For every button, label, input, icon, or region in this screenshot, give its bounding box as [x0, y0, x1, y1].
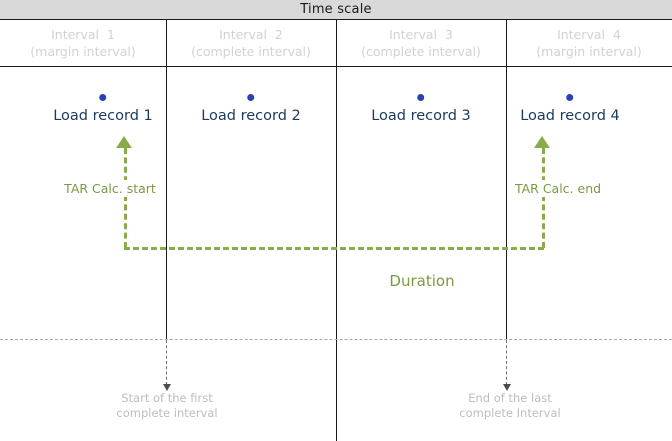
first-interval-note: Start of the first complete interval	[116, 391, 217, 421]
tar-start-arrow-icon	[116, 136, 132, 148]
record-dot-icon	[99, 94, 107, 101]
page-title: Time scale	[300, 2, 372, 17]
interval-cell-4: Interval 4 (margin interval)	[506, 19, 672, 66]
last-interval-note-line1: End of the last	[468, 391, 552, 405]
record-dot-icon	[247, 94, 255, 101]
load-record-label-1: Load record 1	[53, 108, 153, 124]
diagram-title-bar: Time scale	[0, 0, 672, 19]
interval-kind-2: (complete interval)	[191, 43, 311, 59]
last-interval-leader-line	[506, 340, 507, 385]
record-dot-icon	[566, 94, 574, 101]
interval-divider-2	[336, 19, 337, 441]
interval-name-3: Interval 3	[389, 26, 453, 42]
interval-kind-3: (complete interval)	[361, 43, 481, 59]
load-record-label-2: Load record 2	[201, 108, 301, 124]
first-interval-note-line2: complete interval	[116, 406, 218, 420]
duration-span-line	[124, 247, 544, 250]
load-record-label-4: Load record 4	[520, 108, 620, 124]
load-record-2: Load record 2	[201, 94, 301, 124]
tar-end-leader-line	[542, 148, 545, 248]
load-record-label-3: Load record 3	[371, 108, 471, 124]
tar-start-leader-line	[124, 148, 127, 248]
last-interval-note: End of the last complete Interval	[459, 391, 560, 421]
interval-kind-1: (margin interval)	[30, 43, 136, 59]
interval-cell-1: Interval 1 (margin interval)	[0, 19, 166, 66]
first-interval-leader-line	[166, 340, 167, 385]
load-record-4: Load record 4	[520, 94, 620, 124]
record-dot-icon	[417, 94, 425, 101]
load-record-1: Load record 1	[53, 94, 153, 124]
interval-header-row: Interval 1 (margin interval) Interval 2 …	[0, 19, 672, 66]
first-interval-note-line1: Start of the first	[121, 391, 213, 405]
interval-cell-2: Interval 2 (complete interval)	[166, 19, 336, 66]
interval-name-4: Interval 4	[557, 26, 621, 42]
load-record-3: Load record 3	[371, 94, 471, 124]
tar-end-label: TAR Calc. end	[511, 180, 605, 197]
first-interval-arrow-icon	[163, 384, 171, 391]
last-interval-note-line2: complete Interval	[459, 406, 561, 420]
interval-name-1: Interval 1	[51, 26, 115, 42]
interval-name-2: Interval 2	[219, 26, 283, 42]
interval-divider-3	[506, 19, 507, 339]
baseline-divider	[0, 339, 672, 340]
tar-end-arrow-icon	[534, 136, 550, 148]
last-interval-arrow-icon	[503, 384, 511, 391]
interval-divider-1	[166, 19, 167, 339]
interval-cell-3: Interval 3 (complete interval)	[336, 19, 506, 66]
tar-start-label: TAR Calc. start	[61, 180, 159, 197]
duration-label: Duration	[389, 272, 455, 290]
interval-kind-4: (margin interval)	[536, 43, 642, 59]
